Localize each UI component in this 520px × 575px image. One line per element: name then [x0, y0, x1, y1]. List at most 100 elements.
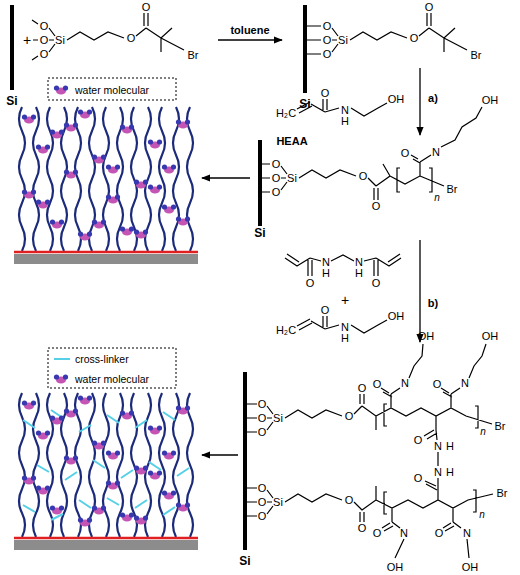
silicon-substrate: [258, 140, 262, 226]
atom-label: H: [446, 467, 454, 478]
atom-label: O: [258, 399, 267, 410]
silicon-substrate: [10, 5, 14, 90]
atom-label: Si: [273, 413, 283, 424]
substrate-label: Si: [299, 98, 310, 110]
bond-lines: [350, 13, 467, 52]
initiator-layer: [14, 537, 198, 540]
atom-label: O: [373, 379, 382, 390]
bond-lines: [247, 344, 493, 558]
atom-label: N: [355, 257, 363, 268]
atom-label: O: [142, 2, 151, 13]
atom-label: OH: [388, 94, 405, 105]
atom-label: Si: [55, 35, 65, 46]
atom-label: O: [40, 35, 49, 46]
atom-label: N: [432, 147, 440, 158]
atom-label: Br: [447, 184, 458, 195]
water-molecules: [22, 109, 190, 240]
atom-label: O: [321, 88, 330, 99]
atom-label: H₂C: [276, 325, 296, 336]
atom-label: O: [272, 159, 281, 170]
polymer-chains: [19, 393, 193, 537]
atom-label: H: [341, 116, 349, 127]
atom-label: N: [463, 528, 471, 539]
atom-label: N: [401, 378, 409, 389]
atom-label: O: [258, 511, 267, 522]
legend-text: cross-linker: [75, 354, 129, 365]
reaction-arrow: [419, 240, 420, 342]
atom-label: O: [358, 383, 367, 394]
atom-label: O: [40, 49, 49, 60]
atom-label: N: [322, 257, 330, 268]
atom-label: H: [341, 333, 349, 344]
substrate-block: [14, 540, 198, 550]
atom-label: O: [321, 305, 330, 316]
reaction-arrow: [419, 68, 420, 135]
bond-lines: [32, 20, 55, 60]
atom-label: O: [414, 473, 423, 484]
atom-label: O: [258, 497, 267, 508]
cross-links: [23, 410, 189, 520]
atom-label: O: [373, 528, 382, 539]
atom-label: Br: [471, 50, 482, 61]
bond-lines: [285, 254, 401, 276]
reaction-arrow: [218, 39, 282, 40]
polymer-chains: [19, 107, 193, 251]
atom-label: N: [341, 105, 349, 116]
atom-label: Si: [273, 497, 283, 508]
substrate-label: Si: [254, 227, 265, 239]
atom-label: Br: [497, 488, 508, 499]
atom-label: N: [341, 322, 349, 333]
atom-label: H: [322, 268, 330, 279]
bond-lines: [297, 316, 387, 333]
atom-label: O: [401, 148, 410, 159]
step-label: a): [428, 93, 438, 104]
atom-label: O: [258, 413, 267, 424]
atom-label: O: [358, 523, 367, 534]
substrate-label: Si: [239, 555, 250, 567]
plus-sign: +: [23, 33, 31, 47]
atom-label: O: [345, 411, 354, 422]
repeat-index: n: [480, 427, 486, 437]
atom-label: O: [372, 278, 381, 289]
atom-label: O: [323, 35, 332, 46]
reaction-arrow: [202, 177, 250, 178]
legend-text: water molecular: [75, 374, 149, 385]
silicon-substrate: [303, 5, 307, 93]
bond-lines: [262, 107, 482, 200]
bond-lines: [297, 99, 387, 116]
atom-label: O: [435, 528, 444, 539]
atom-label: O: [306, 278, 315, 289]
plus-sign: +: [341, 293, 349, 307]
substrate-block: [14, 254, 198, 264]
atom-label: H: [446, 441, 454, 452]
atom-label: O: [40, 21, 49, 32]
atom-label: N: [434, 467, 442, 478]
atom-label: O: [372, 201, 381, 212]
atom-label: H₂C: [276, 108, 296, 119]
bond-lines: [307, 26, 338, 54]
atom-label: OH: [482, 331, 499, 342]
atom-label: N: [461, 378, 469, 389]
atom-label: OH: [388, 311, 405, 322]
atom-label: O: [425, 2, 434, 13]
atom-label: OH: [482, 95, 499, 106]
atom-label: N: [400, 528, 408, 539]
cross-linker-swatch: [54, 358, 70, 360]
atom-label: O: [258, 483, 267, 494]
water-molecule-swatch: [54, 85, 68, 94]
atom-label: Br: [495, 421, 506, 432]
atom-label: O: [127, 33, 136, 44]
legend-box: [48, 78, 176, 100]
initiator-layer: [14, 251, 198, 254]
legend-text: water molecular: [75, 85, 149, 96]
atom-label: OH: [387, 562, 404, 573]
atom-label: OH: [418, 331, 435, 342]
water-molecules: [22, 395, 190, 526]
atom-label: OH: [462, 562, 479, 573]
step-label: b): [428, 298, 438, 309]
water-molecule-swatch: [54, 374, 68, 383]
atom-label: O: [272, 187, 281, 198]
repeat-index: n: [479, 510, 485, 520]
